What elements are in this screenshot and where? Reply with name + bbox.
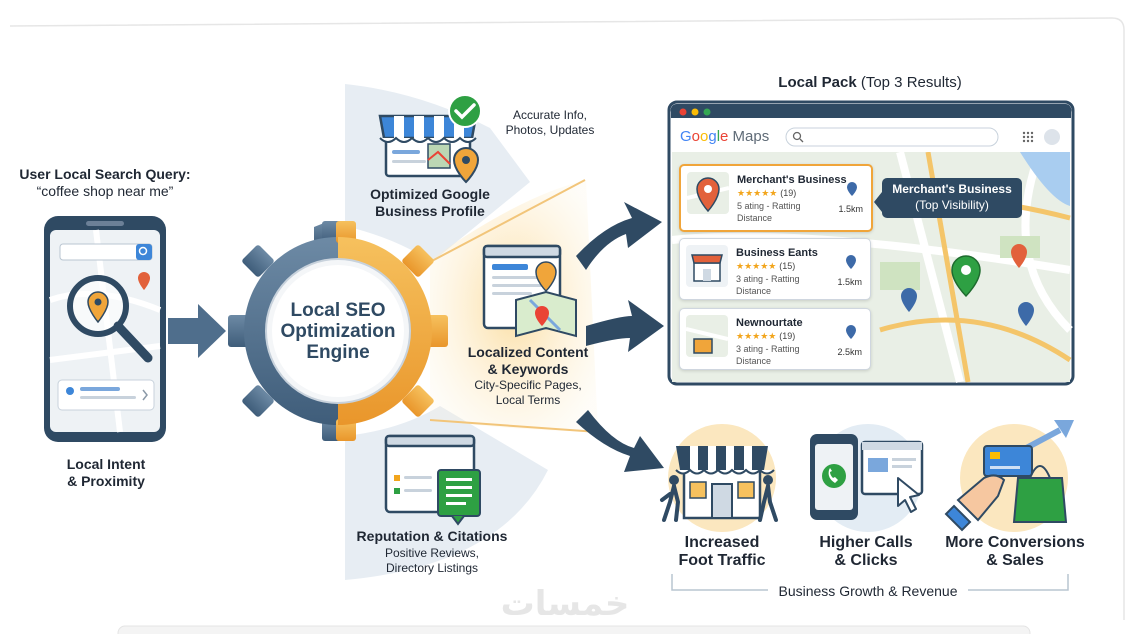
content-title-line2: & Keywords — [487, 361, 569, 377]
top-visibility-callout-note: (Top Visibility) — [915, 198, 989, 212]
result-distance-label: Distance — [736, 356, 772, 366]
watermark: خمسات — [500, 584, 630, 624]
result-stars: ★★★★★ (19) — [737, 188, 796, 199]
apps-grid-icon[interactable] — [1020, 129, 1036, 145]
business-growth-label: Business Growth & Revenue — [778, 583, 958, 599]
arrow-right-icon — [168, 304, 226, 358]
reviews-icon — [384, 434, 481, 526]
gbp-title-line1: Optimized Google — [370, 186, 490, 202]
map-pin-icon — [452, 146, 480, 184]
check-badge-icon — [448, 94, 482, 128]
gbp-title-line2: Business Profile — [375, 203, 485, 219]
reputation-note-line2: Directory Listings — [385, 561, 479, 575]
storefront-foot-traffic-icon — [660, 424, 778, 532]
result-name: Business Eants — [736, 247, 818, 259]
conversion-sales-icon — [944, 420, 1074, 532]
result-card[interactable]: Merchant's Business ★★★★★ (19) 5 ating -… — [679, 164, 873, 232]
foot-traffic-label-line2: Foot Traffic — [678, 552, 766, 569]
result-store-thumbnail — [686, 245, 728, 287]
conversions-label-line2: & Sales — [986, 552, 1044, 569]
result-card[interactable]: Newnourtate ★★★★★ (19) 3 ating - Ratting… — [679, 308, 871, 370]
map-pin-icon — [686, 177, 730, 213]
engine-title-line2: Optimization — [280, 321, 396, 342]
content-title-line1: Localized Content — [467, 344, 589, 360]
google-maps-brand-text: Google Maps — [680, 128, 770, 145]
result-rating-line: 3 ating - Ratting — [736, 344, 800, 354]
result-map-thumbnail — [685, 315, 729, 357]
google-maps-brand: Google Maps — [680, 128, 769, 145]
result-distance-label: Distance — [737, 213, 773, 223]
location-pin-icon — [847, 182, 857, 196]
engine-title-line3: Engine — [306, 342, 370, 363]
curved-arrow-icon — [576, 202, 664, 472]
location-pin-icon — [846, 255, 856, 269]
result-rating-line: 3 ating - Ratting — [736, 274, 800, 284]
content-note-line2: Local Terms — [495, 393, 561, 407]
result-name: Newnourtate — [736, 317, 803, 329]
local-pack-title-rest: (Top 3 Results) — [856, 74, 962, 91]
star-rating: ★★★★★ — [737, 189, 778, 199]
conversions-label-line1: More Conversions — [945, 534, 1085, 551]
storefront-icon — [685, 327, 729, 354]
phone-illustration — [44, 216, 166, 442]
result-map-thumbnail — [686, 172, 730, 214]
local-pack-title: Local Pack (Top 3 Results) — [740, 74, 1000, 91]
foot-traffic-label-line1: Increased — [684, 534, 760, 551]
result-rating-line: 5 ating - Ratting — [737, 201, 801, 211]
phone-call-icon — [810, 424, 924, 532]
location-pin-icon — [846, 325, 856, 339]
gbp-note-line2: Photos, Updates — [505, 123, 595, 137]
star-rating: ★★★★★ — [736, 332, 777, 342]
gear-icon — [228, 221, 448, 441]
gbp-note-line1: Accurate Info, — [512, 108, 588, 122]
result-distance-label: Distance — [736, 286, 772, 296]
review-count: (19) — [779, 331, 796, 341]
result-distance: 2.5km — [837, 347, 862, 357]
calls-clicks-label-line1: Higher Calls — [819, 534, 913, 551]
review-count: (15) — [779, 261, 796, 271]
result-distance: 1.5km — [837, 277, 862, 287]
search-query-text: “coffee shop near me” — [36, 183, 174, 199]
calls-clicks-label-line2: & Clicks — [834, 552, 898, 569]
result-stars: ★★★★★ (19) — [736, 331, 795, 342]
star-rating: ★★★★★ — [736, 262, 777, 272]
result-card[interactable]: Business Eants ★★★★★ (15) 3 ating - Ratt… — [679, 238, 871, 300]
maps-search-input[interactable] — [786, 128, 998, 146]
webpage-map-icon — [482, 244, 577, 338]
storefront-icon — [691, 254, 723, 282]
reputation-note-line1: Positive Reviews, — [384, 546, 480, 560]
local-pack-title-bold: Local Pack — [778, 74, 857, 91]
top-visibility-callout-title: Merchant's Business — [892, 182, 1012, 196]
result-stars: ★★★★★ (15) — [736, 261, 795, 272]
reputation-title: Reputation & Citations — [356, 528, 508, 544]
avatar[interactable] — [1044, 129, 1060, 145]
content-note-line1: City-Specific Pages, — [474, 378, 582, 392]
result-name: Merchant's Business — [737, 174, 847, 186]
review-count: (19) — [780, 188, 797, 198]
engine-title-line1: Local SEO — [290, 300, 386, 321]
local-intent-label-line2: & Proximity — [67, 473, 145, 489]
storefront-icon — [378, 114, 478, 178]
search-query-title: User Local Search Query: — [19, 166, 191, 182]
local-intent-label-line1: Local Intent — [66, 456, 146, 472]
result-distance: 1.5km — [838, 204, 863, 214]
